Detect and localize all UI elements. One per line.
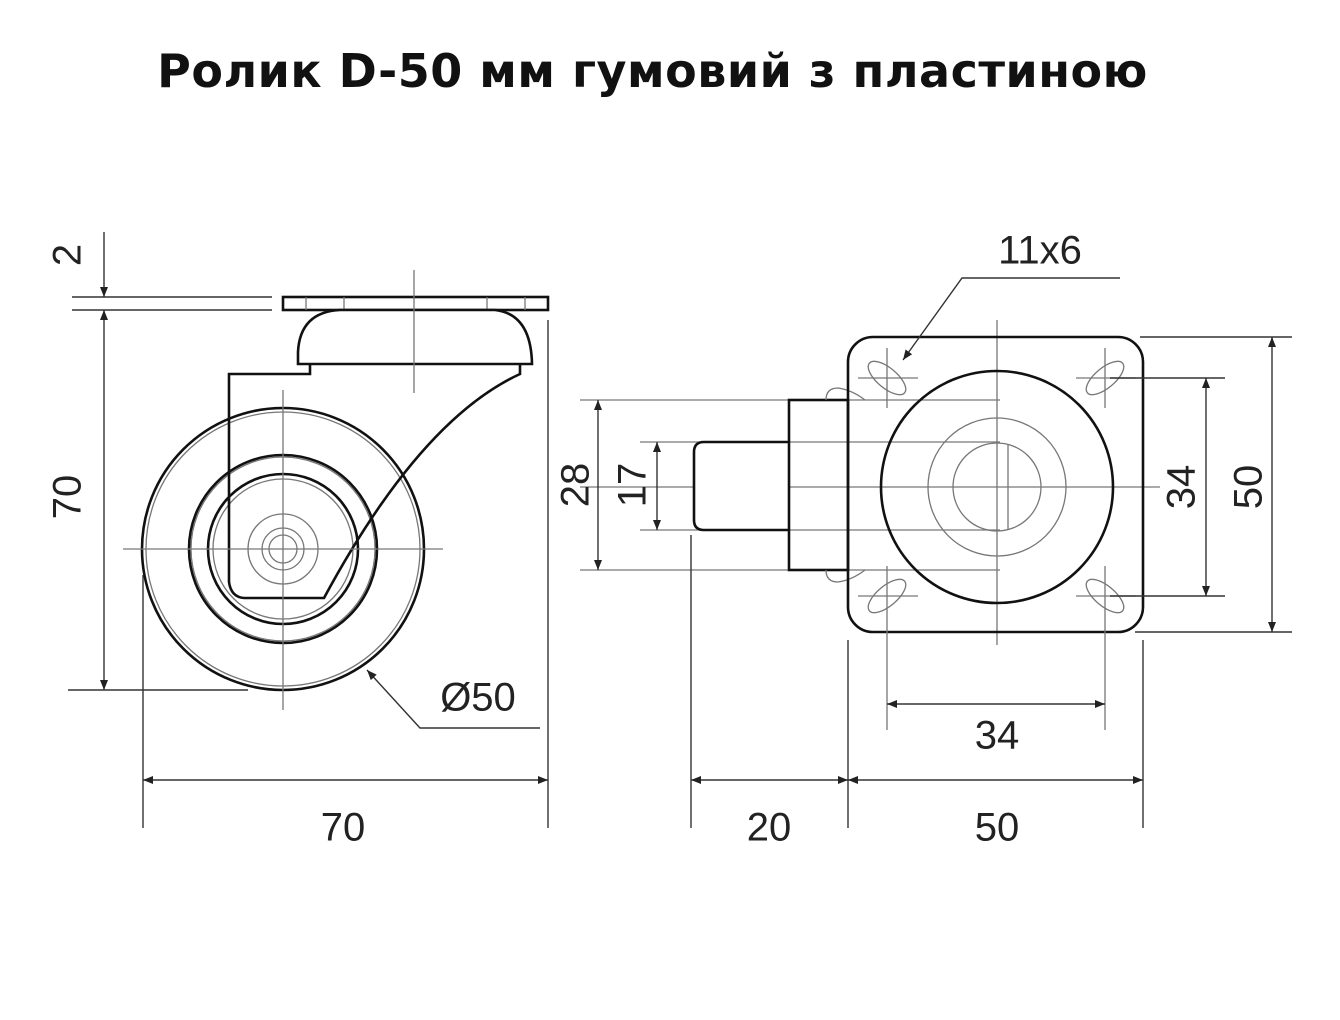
- dim-height: 70: [46, 475, 90, 520]
- dimensions-side: [68, 232, 549, 828]
- top-view: 11x6 28 17 20 50 34 34 50: [554, 229, 1292, 850]
- dim-plate-height: 50: [1227, 465, 1271, 510]
- dim-hole-spacing-x: 34: [975, 714, 1020, 758]
- drawing-title: Ролик D-50 мм гумовий з пластиною: [157, 44, 1148, 98]
- wheel-top: [879, 369, 1115, 605]
- dim-wheel-diameter: Ø50: [440, 676, 516, 720]
- dim-slot-size: 11x6: [998, 229, 1082, 273]
- mounting-holes: [858, 348, 1136, 730]
- side-view: 2 70 70 Ø50: [46, 232, 550, 850]
- dimensions-top: [594, 277, 1292, 828]
- dim-hole-spacing-y: 34: [1160, 465, 1204, 510]
- top-plate: [846, 335, 1145, 634]
- dim-offset: 20: [747, 806, 792, 850]
- mounting-plate: [281, 295, 550, 366]
- dim-width: 70: [321, 806, 366, 850]
- dim-stem-height: 17: [611, 463, 655, 508]
- fork-body: [787, 398, 850, 572]
- center-lines: [123, 270, 443, 710]
- dim-body-height: 28: [554, 463, 598, 508]
- fork: [227, 364, 522, 600]
- dim-plate-width: 50: [975, 806, 1020, 850]
- dim-plate-thickness: 2: [46, 244, 90, 266]
- stem: [692, 440, 789, 532]
